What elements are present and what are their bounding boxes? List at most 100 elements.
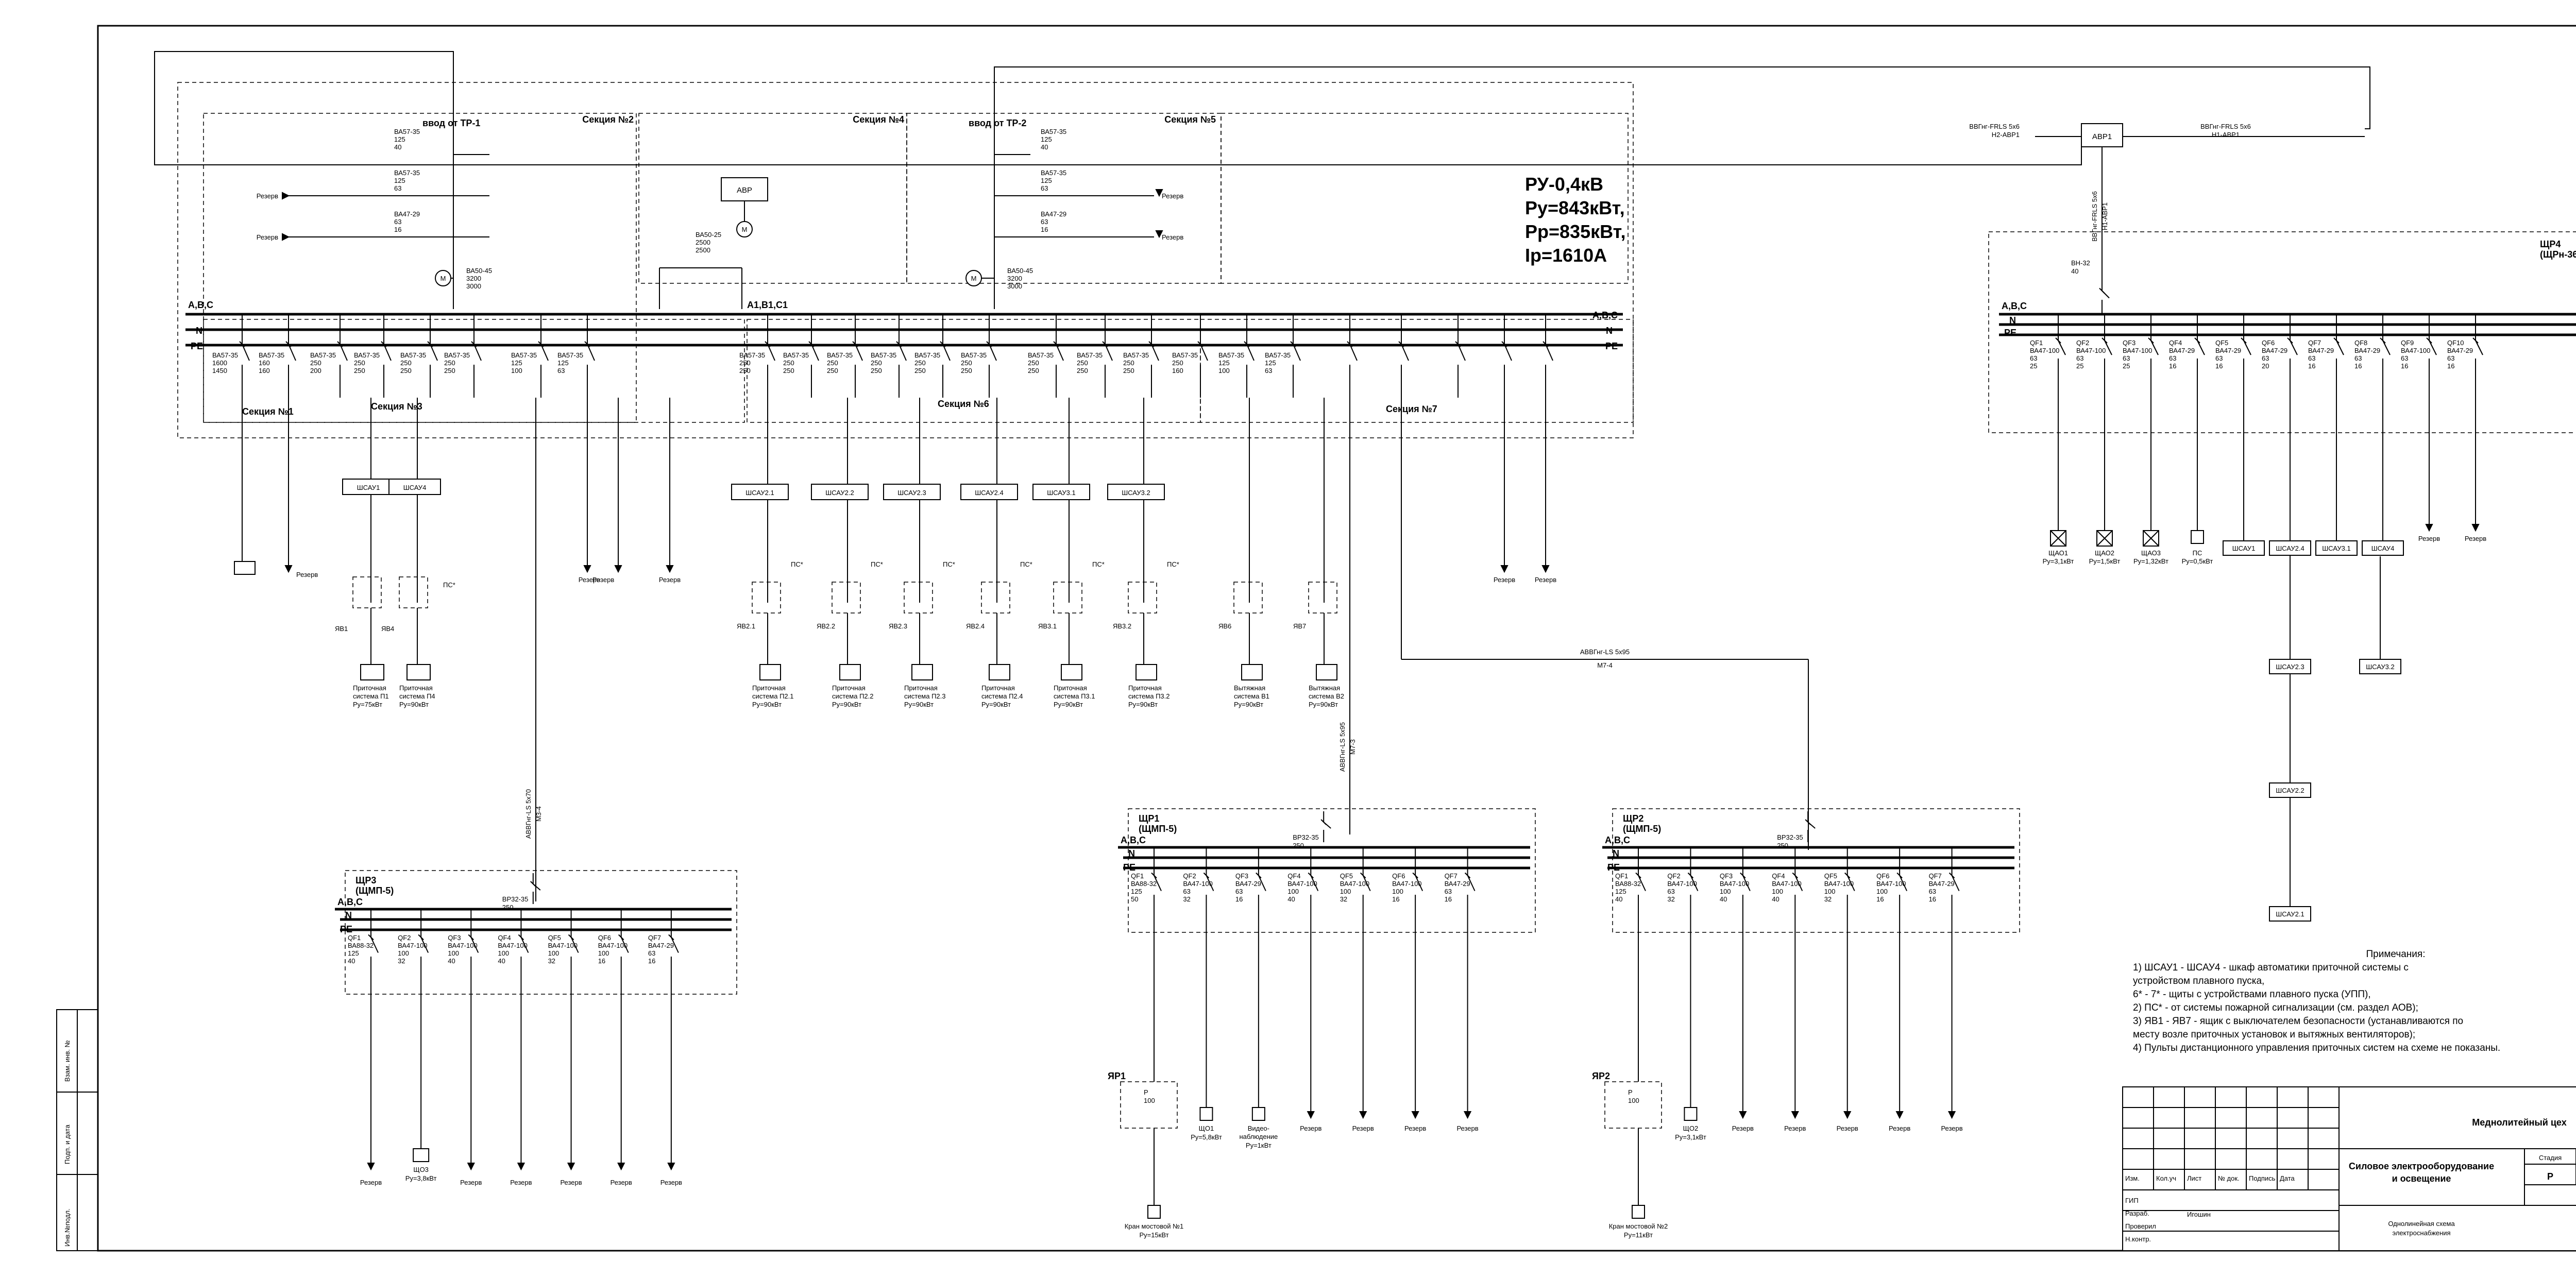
- reserve-arrow: [617, 1163, 625, 1171]
- shr4-breaker-label: 16: [2447, 362, 2454, 370]
- shr1-breaker: [1203, 872, 1210, 879]
- feeder-breaker-label: 250: [354, 359, 365, 367]
- shr1-yr-name: ЯР1: [1108, 1071, 1126, 1081]
- reserve-label: Резерв: [2465, 535, 2486, 542]
- reserve-label: Резерв: [611, 1179, 632, 1186]
- section-box: [1221, 113, 1629, 284]
- reserve-label: Резерв: [1162, 192, 1183, 200]
- reserve-label: Резерв: [2418, 535, 2440, 542]
- pc-label: ПС*: [791, 560, 803, 568]
- shr2-yr-r: 100: [1628, 1097, 1639, 1104]
- shr4-breaker: [2382, 340, 2391, 355]
- input-breaker-left: 125: [394, 177, 405, 184]
- feeder-breaker-label: 250: [400, 367, 412, 374]
- shr1-breaker: [1206, 875, 1214, 891]
- feeder-breaker: [1458, 344, 1466, 361]
- feeder-breaker: [340, 344, 348, 361]
- input-breaker-right: 125: [1041, 177, 1052, 184]
- shr3-breaker-label: 16: [648, 957, 655, 965]
- input-breaker-left: ВА57-35: [394, 128, 420, 135]
- feeder-breaker: [986, 341, 992, 347]
- note-line: 4) Пульты дистанционного управления прит…: [2133, 1043, 2501, 1053]
- feeder-breaker: [540, 344, 549, 361]
- yv-label: ЯВ1: [335, 625, 348, 633]
- input-breaker-right: ВА57-35: [1041, 128, 1066, 135]
- system-label: Ру=90кВт: [1054, 701, 1083, 708]
- stamp-stage-head: Стадия: [2539, 1154, 2562, 1162]
- shr2-breaker-label: QF1: [1615, 872, 1628, 880]
- shr1-breaker: [1258, 875, 1266, 891]
- shr4-breaker: [2429, 340, 2437, 355]
- feeder-breaker-label: 250: [1123, 367, 1134, 374]
- system-label: Ру=90кВт: [399, 701, 429, 708]
- shr3-n: N: [345, 910, 352, 921]
- shr4-main-breaker: ВН-32: [2071, 259, 2090, 267]
- shr4-breaker-label: QF1: [2030, 339, 2043, 347]
- yv-label: ЯВ2.3: [889, 622, 907, 630]
- reserve-label: Резерв: [1162, 233, 1183, 241]
- note-line: 3) ЯВ1 - ЯВ7 - ящик с выключателем безоп…: [2133, 1016, 2464, 1027]
- shr4-breaker-label: QF9: [2401, 339, 2414, 347]
- shr1-crane-box: [1147, 1205, 1161, 1219]
- shr4-pe: РЕ: [2004, 328, 2016, 338]
- shr1-breaker-label: ВА47-29: [1445, 880, 1470, 888]
- shr1-breaker-label: 63: [1235, 888, 1243, 895]
- shr1-yr-r: Р: [1144, 1088, 1148, 1096]
- feeder-breaker: [285, 341, 292, 347]
- shr4-breaker-label: QF5: [2215, 339, 2228, 347]
- reserve-arrow: [1500, 565, 1509, 573]
- shr4-load-p: Ру=0,5кВт: [2182, 557, 2213, 565]
- main-breaker-3: 3000: [1007, 282, 1022, 290]
- shr3-breaker-label: ВА47-29: [648, 942, 674, 949]
- feeder-breaker-label: 1600: [212, 359, 227, 367]
- chain-box: [2269, 659, 2311, 674]
- feeder-breaker: [899, 344, 907, 361]
- shr1-breaker-label: 63: [1445, 888, 1452, 895]
- system-box: [1136, 664, 1157, 680]
- shr4-breaker: [2150, 340, 2159, 355]
- reserve-label: Резерв: [579, 576, 600, 584]
- shr4-breaker-label: 63: [2354, 354, 2362, 362]
- input-breaker-left: ВА57-35: [394, 169, 420, 177]
- pc-label: ПС*: [943, 560, 955, 568]
- feeder-breaker: [1200, 344, 1208, 361]
- feeder-breaker-label: 250: [1077, 367, 1088, 374]
- shr1-pe: РЕ: [1123, 862, 1136, 873]
- shr4-main-breaker: 40: [2071, 267, 2078, 275]
- shr1-breaker-label: ВА47-100: [1340, 880, 1369, 888]
- shr4-shsau-box: [2362, 540, 2404, 556]
- section-7-label: Секция №7: [1386, 404, 1437, 414]
- yv-box: [1233, 582, 1263, 614]
- shr3-breaker-label: 40: [498, 957, 505, 965]
- system-box: [360, 664, 384, 680]
- feeder-breaker-label: 100: [1218, 367, 1230, 374]
- reserve-arrow: [282, 192, 290, 200]
- system-label: Приточная: [981, 684, 1015, 692]
- stamp-role: Н.контр.: [2125, 1235, 2151, 1243]
- feeder-breaker: [1105, 344, 1113, 361]
- reserve-arrow: [467, 1163, 475, 1171]
- feeder-breaker-label: ВА57-35: [259, 351, 284, 359]
- system-label: Ру=90кВт: [981, 701, 1011, 708]
- feeder-breaker: [765, 341, 771, 347]
- shr4-breaker-label: QF10: [2447, 339, 2464, 347]
- shr3-breaker-label: ВА47-100: [548, 942, 578, 949]
- shr3-breaker-label: QF6: [598, 934, 611, 942]
- shr1-breaker: [1362, 875, 1371, 891]
- feeder-breaker: [1545, 344, 1553, 361]
- shsau-box: [388, 479, 441, 495]
- main-breaker-1: ВА50-45: [466, 267, 492, 275]
- system-label: Ру=90кВт: [1309, 701, 1338, 708]
- reserve-label: Резерв: [257, 192, 278, 200]
- shr1-breaker-label: 40: [1287, 895, 1295, 903]
- system-label: Приточная: [353, 684, 386, 692]
- input-breaker-left: 125: [394, 135, 405, 143]
- shsau-label: ШСАУ1: [357, 484, 380, 491]
- cable-label: М7-3: [1349, 739, 1357, 755]
- shr4-breaker-label: ВА47-100: [2030, 347, 2059, 354]
- avr-label: АВР: [737, 186, 752, 195]
- stamp-col-head: Подпись: [2249, 1174, 2276, 1182]
- feeder-breaker: [989, 344, 997, 361]
- reserve-arrow: [1155, 230, 1163, 238]
